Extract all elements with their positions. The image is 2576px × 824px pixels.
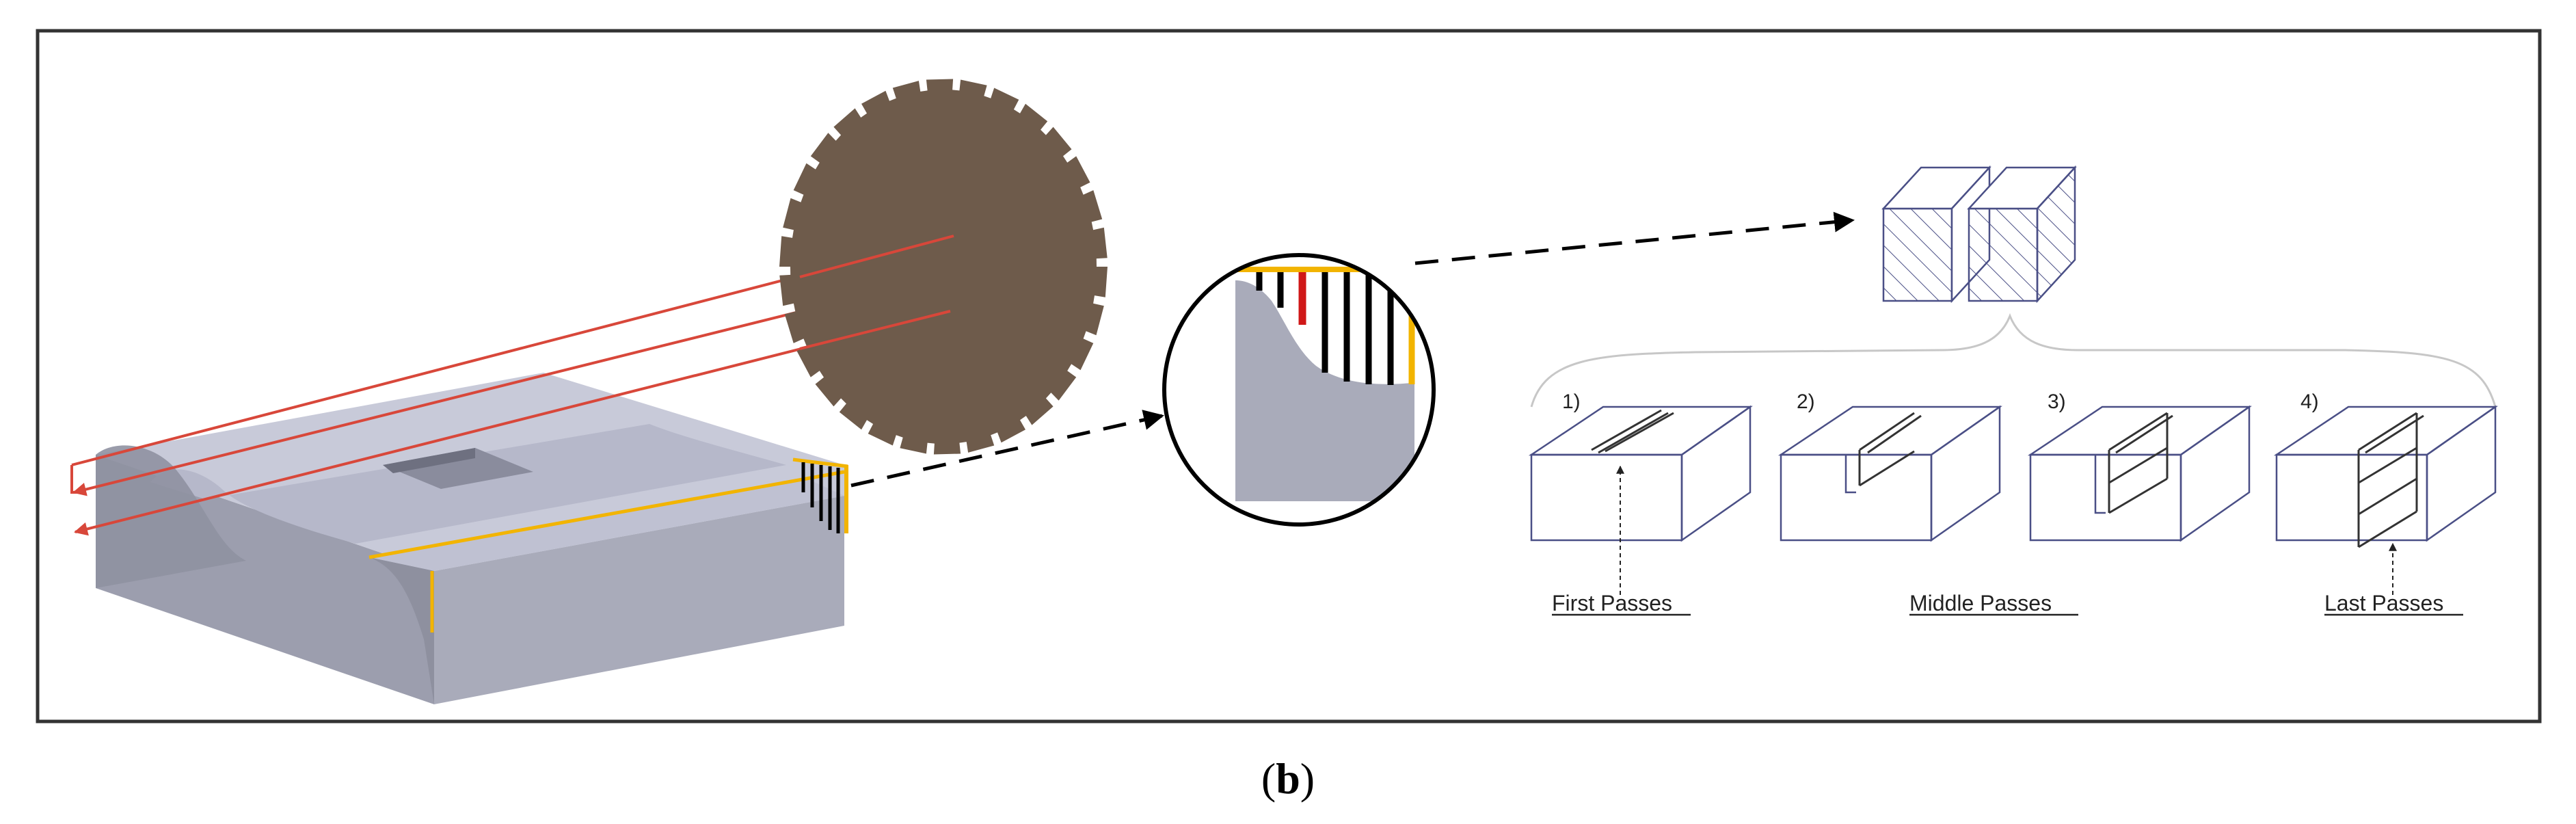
toolpath-return-left bbox=[70, 465, 85, 494]
workpiece-front-face bbox=[434, 496, 844, 704]
saw-blade bbox=[779, 79, 1108, 455]
step-3-diagram: 3) bbox=[2027, 390, 2252, 542]
step-1-label: 1) bbox=[1562, 390, 1581, 413]
pass-slices-small bbox=[801, 462, 840, 533]
step-3-label: 3) bbox=[2048, 390, 2066, 413]
step-4-diagram: 4) bbox=[2273, 390, 2498, 595]
dashed-arrow-to-zoom bbox=[850, 410, 1164, 488]
workpiece-profile-left bbox=[96, 445, 246, 588]
step-2-label: 2) bbox=[1797, 390, 1815, 413]
sliced-blocks bbox=[1881, 165, 2077, 304]
step-1-diagram: 1) bbox=[1528, 390, 1753, 595]
edge-highlight-right-top bbox=[792, 457, 848, 468]
workpiece-slab bbox=[96, 373, 844, 704]
step-2-diagram: 2) bbox=[1777, 390, 2002, 542]
step-4-label: 4) bbox=[2300, 390, 2319, 413]
label-middle-passes: Middle Passes bbox=[1909, 591, 2052, 615]
saw-blade-disc bbox=[779, 79, 1108, 455]
workpiece-pocket-wall bbox=[383, 448, 475, 473]
toolpath-front-segment bbox=[799, 235, 954, 278]
figure-caption: (b) bbox=[1261, 754, 1315, 803]
zoom-circle-outline bbox=[1162, 253, 1436, 527]
label-first-passes: First Passes bbox=[1552, 591, 1672, 615]
workpiece-shoulder bbox=[369, 479, 844, 571]
edge-highlight bbox=[368, 457, 848, 633]
toolpath-front-segment-2 bbox=[799, 310, 951, 350]
label-last-passes: Last Passes bbox=[2324, 591, 2443, 615]
edge-highlight-top bbox=[368, 470, 845, 559]
sliced-block-right bbox=[1967, 165, 2077, 304]
pass-labels: First Passes Middle Passes Last Passes bbox=[1552, 591, 2463, 616]
zoom-detail bbox=[1162, 253, 1436, 527]
workpiece-profile-front bbox=[369, 557, 434, 704]
steps-brace bbox=[1530, 313, 2497, 408]
